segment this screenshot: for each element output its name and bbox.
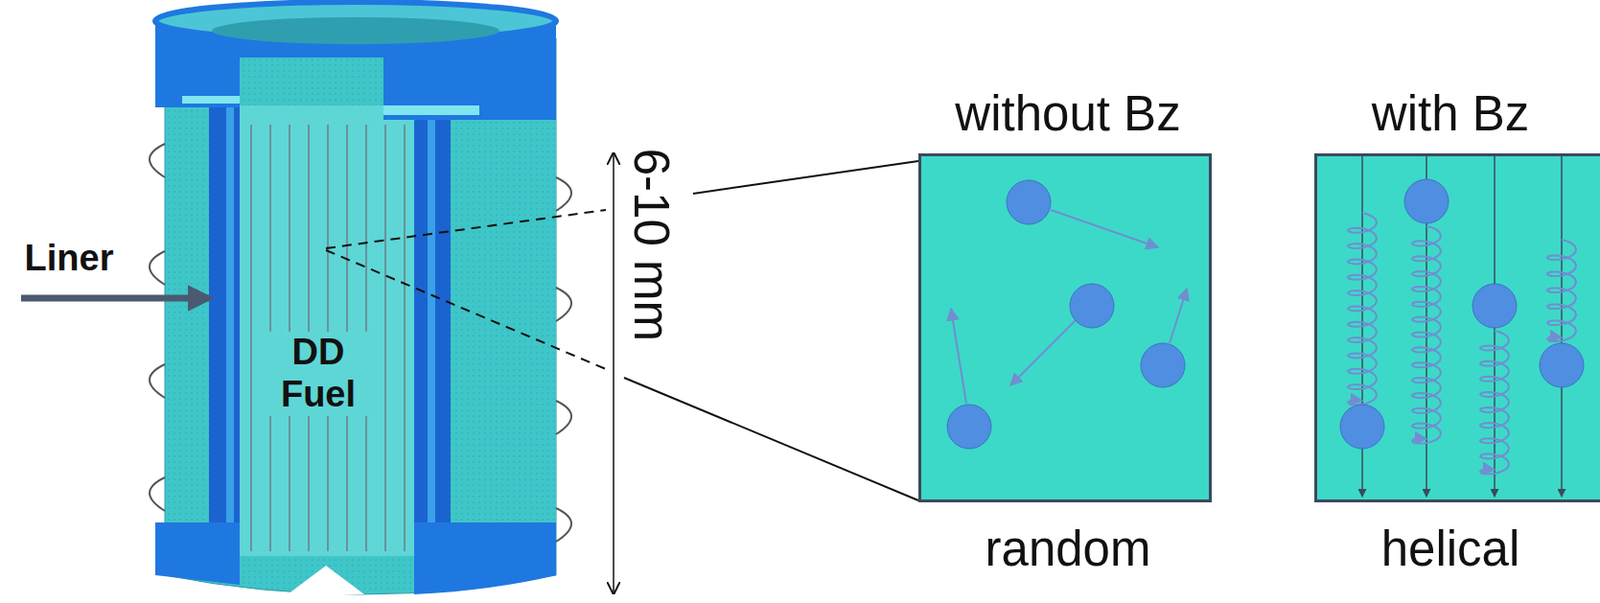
dimension-arrow [612, 153, 615, 594]
box-heading: with Bz [1371, 85, 1530, 142]
helical-particles [1340, 179, 1584, 449]
heading-text: without Bz [954, 86, 1181, 141]
caption-text: random [985, 521, 1152, 577]
part-label-wrap: DD Fuel [252, 331, 385, 416]
liner-cylinder [149, 1, 572, 595]
box-ground [918, 153, 1212, 503]
part-label-wrap: Liner [24, 237, 115, 280]
dimension-label-wrap: 6-10 mm [623, 147, 680, 341]
box-caption: helical [1381, 520, 1521, 578]
part-label: DD Fuel [252, 331, 385, 416]
heading-text: with Bz [1371, 86, 1530, 141]
random-particles [947, 180, 1187, 449]
field-lines [251, 124, 405, 552]
box-ground [1314, 153, 1600, 503]
zoom-box: with Bzhelical [1314, 153, 1600, 503]
liner-arrow [21, 295, 209, 302]
dimension-label: 6-10 mm [623, 147, 680, 341]
part-label: Liner [24, 237, 115, 280]
box-caption: random [985, 520, 1152, 578]
b-field-lines [1362, 156, 1562, 497]
box-heading: without Bz [954, 85, 1181, 142]
caption-text: helical [1381, 521, 1521, 577]
zoom-box: without Bzrandom [918, 153, 1212, 503]
zoom-lines [325, 161, 919, 501]
